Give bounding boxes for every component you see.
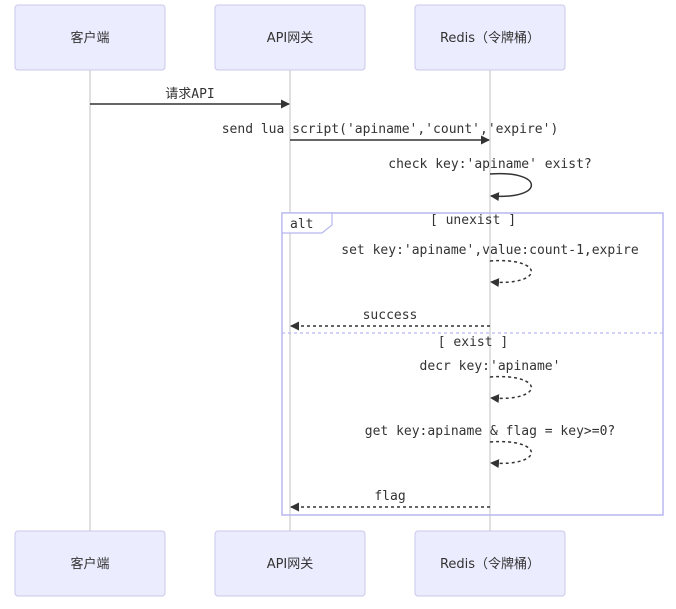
message-set-key-arrow xyxy=(489,259,533,288)
alt-frame xyxy=(281,212,664,516)
message-flag-label: flag xyxy=(374,489,405,504)
actor-client-top: 客户端 xyxy=(14,4,166,71)
message-request-api-label: 请求API xyxy=(165,87,214,102)
message-success-label: success xyxy=(363,308,418,323)
actor-client-bottom: 客户端 xyxy=(14,530,166,597)
message-check-key-label: check key:'apiname' exist? xyxy=(388,157,592,172)
actor-gateway-bottom: API网关 xyxy=(214,530,366,597)
message-send-lua-label: send lua script('apiname','count','expir… xyxy=(222,122,559,137)
actor-redis-bottom: Redis（令牌桶） xyxy=(414,530,566,597)
actor-redis-top: Redis（令牌桶） xyxy=(414,4,566,71)
actor-redis-label: Redis（令牌桶） xyxy=(440,30,540,46)
alt-frame-tag-label: alt xyxy=(290,217,313,232)
actor-client-label: 客户端 xyxy=(70,30,109,46)
actor-gateway-label: API网关 xyxy=(267,31,314,46)
message-get-key-label: get key:apiname & flag = key>=0? xyxy=(365,424,615,439)
alt-frame-tag xyxy=(281,212,333,234)
actor-redis-label: Redis（令牌桶） xyxy=(440,556,540,572)
message-decr-key-label: decr key:'apiname' xyxy=(420,359,561,374)
message-check-key-arrow xyxy=(489,172,533,202)
actor-client-label: 客户端 xyxy=(70,556,109,572)
alt-condition-exist: [ exist ] xyxy=(438,335,508,350)
message-decr-key-arrow xyxy=(489,375,533,404)
actor-gateway-label: API网关 xyxy=(267,557,314,572)
actor-gateway-top: API网关 xyxy=(214,4,366,71)
message-set-key-label: set key:'apiname',value:count-1,expire xyxy=(341,243,639,258)
message-get-key-arrow xyxy=(489,440,533,469)
alt-condition-unexist: [ unexist ] xyxy=(430,213,516,228)
